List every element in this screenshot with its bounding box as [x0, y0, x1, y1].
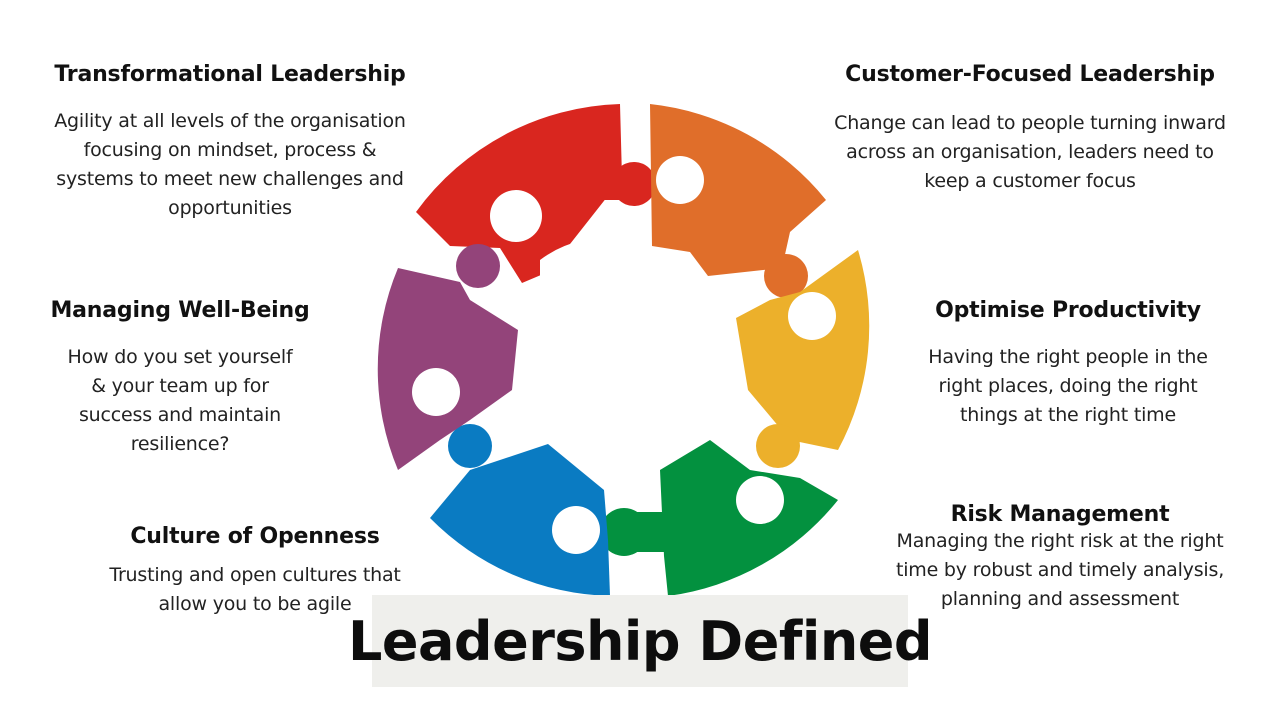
managing-well-being-heading: Managing Well-Being — [50, 298, 310, 323]
puzzle-piece-blue — [430, 424, 610, 596]
blue-blank — [552, 506, 600, 554]
culture-of-openness-heading: Culture of Openness — [130, 524, 380, 549]
customer-focused-leadership-block: Customer-Focused Leadership Change can l… — [810, 62, 1250, 196]
puzzle-piece-blue-body — [430, 444, 610, 596]
risk-management-text: Managing the right risk at the right tim… — [895, 530, 1225, 610]
managing-well-being-text: How do you set yourself & your team up f… — [67, 346, 293, 455]
culture-of-openness-text: Trusting and open cultures that allow yo… — [109, 564, 401, 615]
managing-well-being-block: Managing Well-Being How do you set yours… — [30, 298, 330, 459]
optimise-productivity-block: Optimise Productivity Having the right p… — [908, 298, 1228, 430]
yellow-blank — [788, 292, 836, 340]
blue-tab-top — [448, 424, 492, 468]
page-title: Leadership Defined — [347, 609, 933, 673]
puzzle-piece-orange-body — [650, 104, 826, 276]
transformational-leadership-block: Transformational Leadership Agility at a… — [30, 62, 430, 223]
puzzle-piece-purple-body — [377, 268, 518, 470]
red-blank — [490, 190, 542, 242]
orange-tab-bottom — [764, 254, 808, 298]
transformational-leadership-heading: Transformational Leadership — [54, 62, 406, 87]
puzzle-center-hole — [520, 248, 736, 464]
purple-tab-top — [456, 244, 500, 288]
green-blank — [736, 476, 784, 524]
yellow-tab-bottom — [756, 424, 800, 468]
customer-focused-leadership-heading: Customer-Focused Leadership — [845, 62, 1215, 87]
orange-blank — [656, 156, 704, 204]
title-banner: Leadership Defined — [348, 595, 933, 687]
risk-management-heading: Risk Management — [950, 502, 1170, 527]
puzzle-piece-purple — [377, 244, 518, 470]
puzzle-piece-green — [600, 440, 838, 596]
risk-management-block: Risk Management Managing the right risk … — [870, 502, 1250, 614]
puzzle-piece-orange — [650, 104, 826, 298]
culture-of-openness-block: Culture of Openness Trusting and open cu… — [90, 524, 420, 619]
puzzle-piece-yellow — [736, 250, 870, 468]
transformational-leadership-text: Agility at all levels of the organisatio… — [54, 110, 406, 219]
puzzle-piece-yellow-body — [736, 250, 870, 450]
optimise-productivity-text: Having the right people in the right pla… — [928, 346, 1208, 426]
purple-blank — [412, 368, 460, 416]
customer-focused-leadership-text: Change can lead to people turning inward… — [834, 112, 1226, 192]
optimise-productivity-heading: Optimise Productivity — [935, 298, 1201, 323]
